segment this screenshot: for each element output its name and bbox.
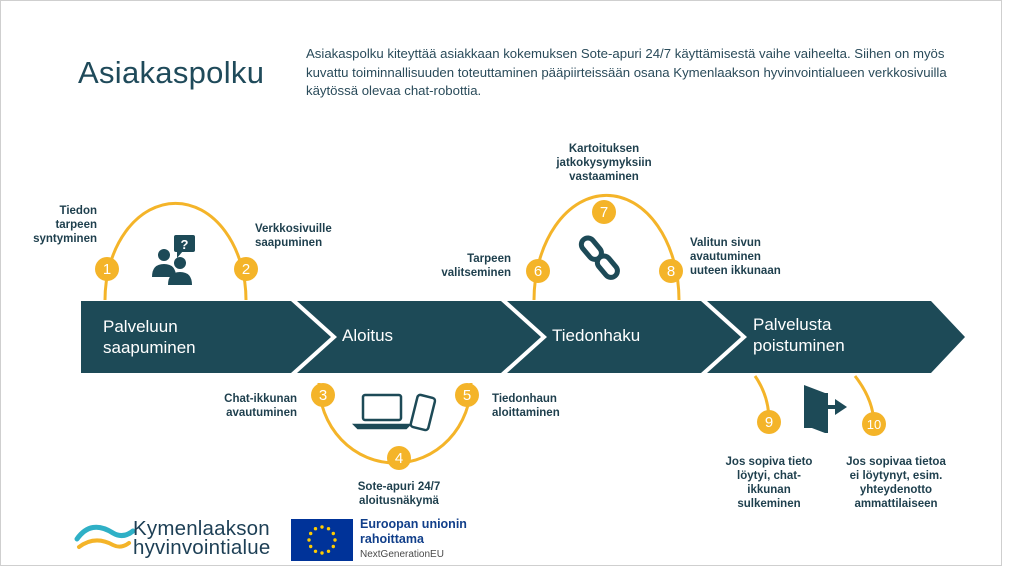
eu-funding-subtext: NextGenerationEU: [360, 549, 444, 560]
step-circle-10: [862, 412, 886, 436]
step-circle-7: [592, 200, 616, 224]
eu-flag-icon: [291, 519, 353, 561]
arc-stage-3: [532, 193, 681, 301]
eu-stars: [307, 525, 337, 555]
eu-star: [326, 527, 331, 531]
kymenlaakso-logo-mark: [74, 524, 136, 549]
step-num-2: 2: [242, 261, 250, 278]
eu-star: [331, 544, 335, 549]
step-num-8: 8: [667, 263, 675, 280]
eu-star: [320, 525, 324, 529]
eu-star: [309, 531, 313, 536]
link-chain-icon: [578, 235, 620, 280]
step-circle-1: [95, 257, 119, 281]
stage-chevron-2: [297, 301, 541, 373]
eu-star: [309, 544, 313, 549]
step-circle-6: [526, 259, 550, 283]
eu-star: [320, 551, 324, 555]
step-num-7: 7: [600, 204, 608, 221]
intro-text: Asiakaspolku kiteyttää asiakkaan kokemuk…: [306, 46, 947, 98]
laptop-phone-icon: [351, 393, 437, 432]
exit-door-icon: [804, 385, 847, 433]
step-num-10: 10: [867, 417, 881, 432]
step-num-3: 3: [319, 387, 327, 404]
step-circle-9: [757, 410, 781, 434]
step-circle-4: [387, 446, 411, 470]
eu-star: [307, 538, 311, 542]
svg-text:?: ?: [181, 237, 189, 252]
step-num-9: 9: [765, 414, 773, 431]
arc-stage-1: [103, 201, 248, 301]
stage-chevron-3: [507, 301, 741, 373]
eu-star: [326, 549, 331, 553]
eu-star: [331, 531, 335, 536]
page-title: Asiakaspolku: [78, 55, 265, 90]
eu-star: [313, 549, 318, 553]
eu-star: [313, 527, 318, 531]
step-circle-3: [311, 383, 335, 407]
stage-chevron-1: [81, 301, 331, 373]
step-num-5: 5: [463, 387, 471, 404]
step-circle-2: [234, 257, 258, 281]
step-num-6: 6: [534, 263, 542, 280]
step-num-4: 4: [395, 450, 403, 467]
step-circle-5: [455, 383, 479, 407]
stage-label-2: Aloitus: [342, 326, 394, 345]
stage-chevron-4: [707, 301, 965, 373]
stage-label-3: Tiedonhaku: [552, 326, 641, 345]
eu-star: [333, 538, 337, 542]
step-circle-8: [659, 259, 683, 283]
step-num-1: 1: [103, 261, 111, 278]
users-question-icon: ?: [152, 235, 195, 285]
